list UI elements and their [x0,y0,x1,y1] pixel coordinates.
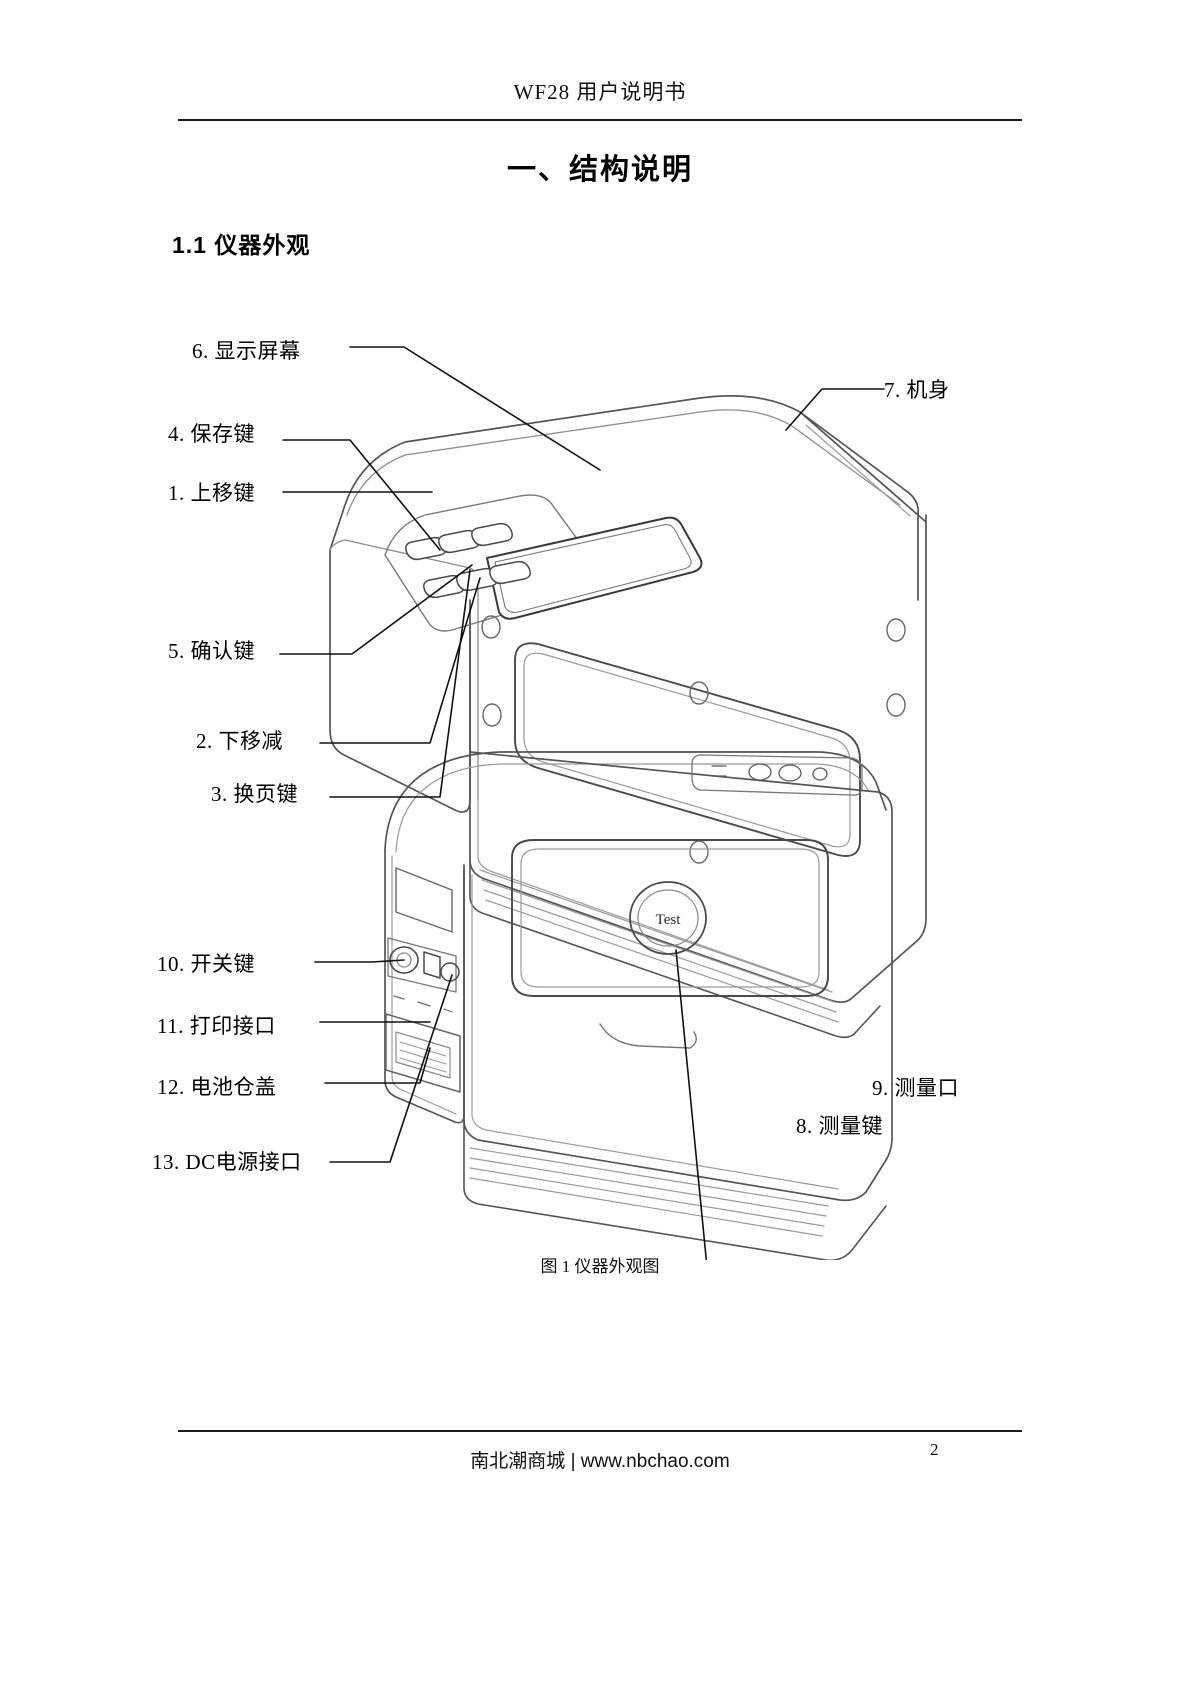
callout-label-body: 7. 机身 [884,378,950,402]
callout-label-page-key: 3. 换页键 [211,782,298,806]
callout-label-up-key: 1. 上移键 [168,481,255,505]
section-title: 1.1 仪器外观 [172,232,311,258]
running-head: WF28 用户说明书 [513,80,687,104]
header-divider [178,119,1022,121]
callout-label-battery-cover: 12. 电池仓盖 [157,1075,277,1099]
device-bottom-view: Test [384,751,893,1260]
footer-site: 南北潮商城 | www.nbchao.com [470,1451,730,1472]
callout-leader-lines [279,346,885,798]
instrument-appearance-figure: Test [0,300,1200,1260]
callout-leader-lines-2 [314,949,708,1260]
chapter-title: 一、结构说明 [506,154,693,186]
callout-label-power-key: 10. 开关键 [157,952,255,976]
callout-label-measure-aperture: 9. 测量口 [872,1076,959,1100]
footer-divider [178,1430,1022,1432]
test-button-text: Test [656,912,682,928]
callout-label-display-screen: 6. 显示屏幕 [192,339,301,363]
callout-label-print-port: 11. 打印接口 [157,1014,276,1038]
page-number: 2 [930,1440,939,1459]
figure-line-art: Test [279,346,927,1260]
callout-label-down-key: 2. 下移减 [196,729,283,753]
callout-label-confirm-key: 5. 确认键 [168,639,255,663]
callout-label-save-key: 4. 保存键 [168,422,255,446]
figure-caption: 图 1 仪器外观图 [540,1257,660,1276]
callout-label-measure-key: 8. 测量键 [796,1114,883,1138]
callout-label-dc-power-port: 13. DC电源接口 [152,1150,302,1174]
device-top-view [329,395,927,1049]
